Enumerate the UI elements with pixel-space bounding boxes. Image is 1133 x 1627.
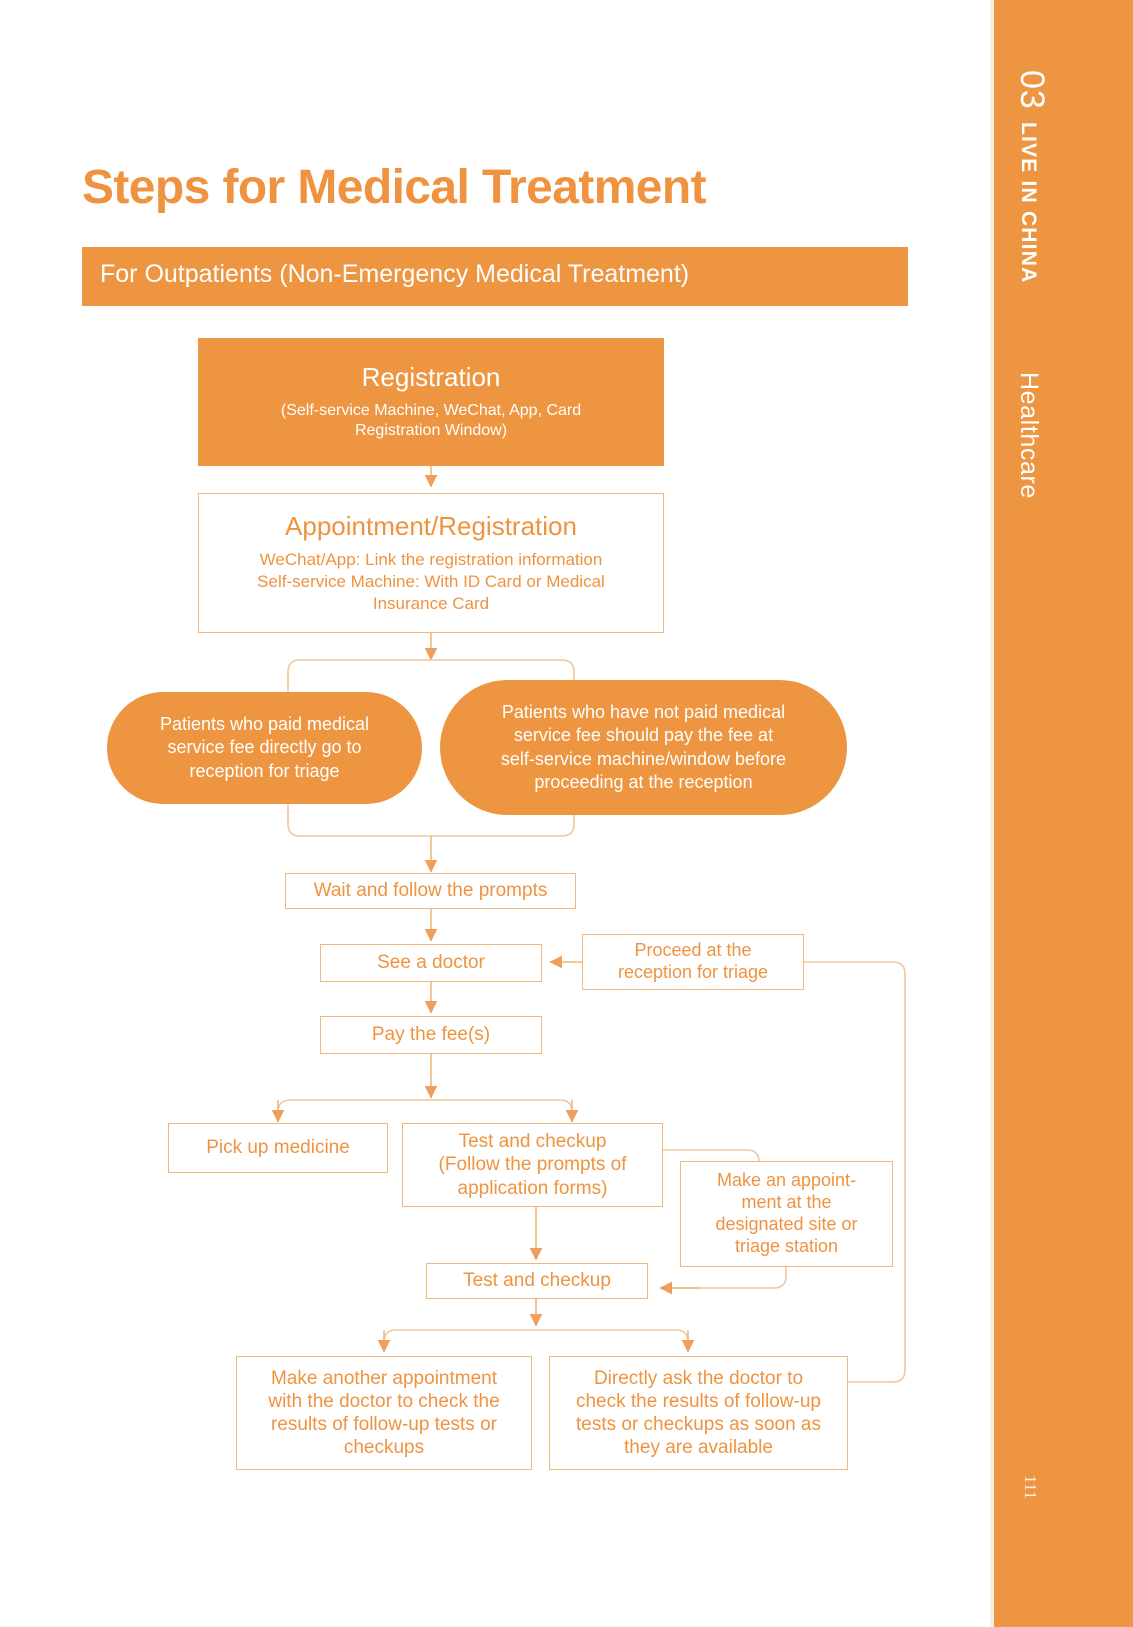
page-title: Steps for Medical Treatment: [82, 161, 707, 214]
paid-pill-line3: reception for triage: [189, 760, 340, 781]
node-test-checkup-forms[interactable]: Test and checkup (Follow the prompts of …: [402, 1123, 663, 1207]
pay-fees-label: Pay the fee(s): [371, 1024, 491, 1046]
subtitle-text: For Outpatients (Non-Emergency Medical T…: [100, 260, 690, 288]
node-make-another-appointment[interactable]: Make another appointment with the doctor…: [236, 1356, 532, 1470]
node-see-a-doctor[interactable]: See a doctor: [320, 944, 542, 982]
pick-up-medicine-label: Pick up medicine: [206, 1137, 350, 1159]
proceed-reception-line2: reception for triage: [617, 962, 769, 982]
registration-body-line2: Registration Window): [354, 422, 508, 440]
make-appt-line3: designated site or: [715, 1214, 858, 1234]
sidebar-divider: [990, 0, 994, 1627]
node-appointment-registration[interactable]: Appointment/Registration WeChat/App: Lin…: [198, 493, 664, 633]
test-forms-line2: (Follow the prompts of: [438, 1154, 627, 1176]
see-a-doctor-label: See a doctor: [377, 952, 485, 974]
node-patients-unpaid[interactable]: Patients who have not paid medical servi…: [440, 680, 847, 815]
unpaid-pill-line3: self-service machine/window before: [500, 748, 787, 769]
test-forms-line3: application forms): [457, 1177, 608, 1199]
node-ask-doctor-results[interactable]: Directly ask the doctor to check the res…: [549, 1356, 848, 1470]
unpaid-pill-line1: Patients who have not paid medical: [501, 701, 786, 722]
make-appt-line1: Make an appoint-: [716, 1170, 857, 1191]
registration-body-line1: (Self-service Machine, WeChat, App, Card: [280, 401, 582, 419]
node-wait-prompts[interactable]: Wait and follow the prompts: [285, 873, 576, 909]
subtitle-banner: For Outpatients (Non-Emergency Medical T…: [82, 247, 908, 306]
node-proceed-reception-triage[interactable]: Proceed at the reception for triage: [582, 934, 804, 990]
unpaid-pill-line4: proceeding at the reception: [534, 771, 753, 792]
appointment-heading: Appointment/Registration: [285, 510, 577, 541]
test-forms-line1: Test and checkup: [458, 1131, 607, 1153]
paid-pill-line1: Patients who paid medical: [159, 713, 370, 734]
registration-heading: Registration: [361, 361, 501, 392]
node-registration[interactable]: Registration (Self-service Machine, WeCh…: [198, 338, 664, 466]
sidebar-chapter-number: 03: [1013, 70, 1051, 110]
unpaid-pill-line2: service fee should pay the fee at: [513, 725, 774, 746]
node-patients-paid[interactable]: Patients who paid medical service fee di…: [107, 692, 422, 804]
make-appt-line4: triage station: [734, 1235, 839, 1256]
test-and-checkup-label: Test and checkup: [463, 1270, 611, 1292]
node-make-appointment-site[interactable]: Make an appoint- ment at the designated …: [680, 1161, 893, 1267]
another-appt-line4: checkups: [343, 1437, 425, 1459]
node-pay-fees[interactable]: Pay the fee(s): [320, 1016, 542, 1054]
sidebar-section-label: LIVE IN CHINA: [1017, 122, 1040, 284]
ask-doctor-line2: check the results of follow-up: [575, 1390, 821, 1412]
wait-prompts-label: Wait and follow the prompts: [313, 880, 548, 902]
sidebar-topic-label: Healthcare: [1015, 372, 1043, 499]
node-pick-up-medicine[interactable]: Pick up medicine: [168, 1123, 388, 1173]
appointment-line-2a: Self-service Machine: With ID Card or Me…: [257, 572, 605, 592]
make-appt-line2: ment at the: [741, 1192, 832, 1213]
paid-pill-line2: service fee directly go to: [167, 737, 362, 758]
node-test-and-checkup[interactable]: Test and checkup: [426, 1263, 648, 1299]
ask-doctor-line4: they are available: [624, 1437, 773, 1459]
proceed-reception-line1: Proceed at the: [634, 940, 752, 961]
page-number: 111: [1021, 1475, 1040, 1500]
sidebar: 03 LIVE IN CHINA Healthcare 111: [990, 0, 1133, 1627]
ask-doctor-line1: Directly ask the doctor to: [593, 1367, 804, 1389]
appointment-line-2b: Insurance Card: [372, 594, 490, 614]
another-appt-line2: with the doctor to check the: [268, 1390, 500, 1412]
ask-doctor-line3: tests or checkups as soon as: [575, 1414, 821, 1435]
another-appt-line3: results of follow-up tests or: [271, 1414, 497, 1435]
another-appt-line1: Make another appointment: [270, 1367, 498, 1389]
appointment-line-1: WeChat/App: Link the registration inform…: [259, 550, 603, 570]
